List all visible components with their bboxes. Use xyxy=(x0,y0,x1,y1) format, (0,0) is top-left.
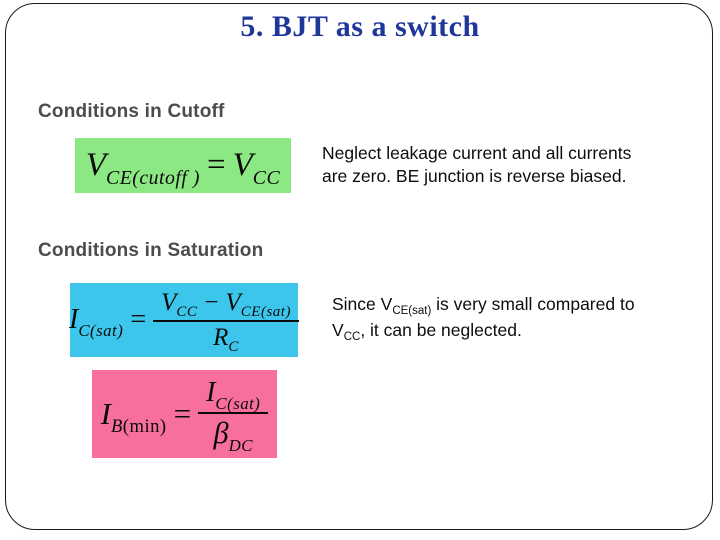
formula-subscript: CC xyxy=(176,304,198,321)
formula-subscript: CC xyxy=(252,166,281,189)
formula-subscript: CE(sat) xyxy=(240,304,291,321)
fraction-denominator: RC xyxy=(213,322,239,356)
formula-variable: I xyxy=(69,304,79,335)
saturation-note: Since VCE(sat) is very small compared to… xyxy=(332,293,702,345)
formula-subscript: B xyxy=(110,416,123,438)
formula-subscript: CE(cutoff ) xyxy=(106,166,200,189)
formula-variable: V xyxy=(85,147,107,183)
formula-lhs: IC(sat) xyxy=(69,304,123,340)
note-line: Neglect leakage current and all currents xyxy=(322,143,632,163)
note-text: is very small compared to xyxy=(431,294,635,314)
formula-variable: V xyxy=(232,147,253,183)
note-text: V xyxy=(332,320,344,340)
formula-subscript: DC xyxy=(228,435,253,455)
fraction-denominator: βDC xyxy=(213,414,253,455)
cutoff-formula-box: VCE(cutoff )=VCC xyxy=(75,138,291,193)
saturation-current-formula-box: IC(sat) = VCC−VCE(sat) RC xyxy=(69,283,299,357)
note-line: are zero. BE junction is reverse biased. xyxy=(322,166,627,186)
equals-sign: = xyxy=(130,304,147,335)
cutoff-note: Neglect leakage current and all currents… xyxy=(322,142,692,188)
note-line: Since VCE(sat) is very small compared to xyxy=(332,293,702,319)
fraction: IC(sat) βDC xyxy=(198,377,269,455)
slide-border xyxy=(5,3,713,530)
note-text: Since V xyxy=(332,294,393,314)
note-text: , it can be neglected. xyxy=(360,320,522,340)
formula-subscript: C(sat) xyxy=(215,393,261,413)
fraction: VCC−VCE(sat) RC xyxy=(153,289,299,356)
saturation-heading: Conditions in Saturation xyxy=(38,240,264,261)
note-subscript: CE(sat) xyxy=(392,305,432,317)
formula-variable: V xyxy=(225,288,241,316)
fraction-numerator: IC(sat) xyxy=(198,377,269,414)
slide-title: 5. BJT as a switch xyxy=(240,10,480,43)
formula-variable: I xyxy=(100,396,111,431)
formula-subscript: C xyxy=(228,339,239,356)
formula-subscript: (min) xyxy=(122,416,167,438)
formula-variable: V xyxy=(161,288,177,316)
cutoff-heading: Conditions in Cutoff xyxy=(38,101,225,122)
formula-subscript: C(sat) xyxy=(78,320,124,340)
base-current-formula-box: IB(min) = IC(sat) βDC xyxy=(92,370,277,458)
note-line: VCC, it can be neglected. xyxy=(332,319,702,345)
fraction-numerator: VCC−VCE(sat) xyxy=(153,289,299,322)
note-subscript: CC xyxy=(343,331,361,343)
beta-symbol: β xyxy=(213,416,229,450)
formula-variable: R xyxy=(213,323,229,351)
formula-group: VCE(cutoff )=VCC xyxy=(85,147,280,189)
equals-sign: = xyxy=(206,147,226,183)
formula-variable: I xyxy=(206,377,216,408)
formula-lhs: IB(min) xyxy=(100,396,167,437)
equals-sign: = xyxy=(173,396,192,431)
minus-sign: − xyxy=(204,288,219,316)
